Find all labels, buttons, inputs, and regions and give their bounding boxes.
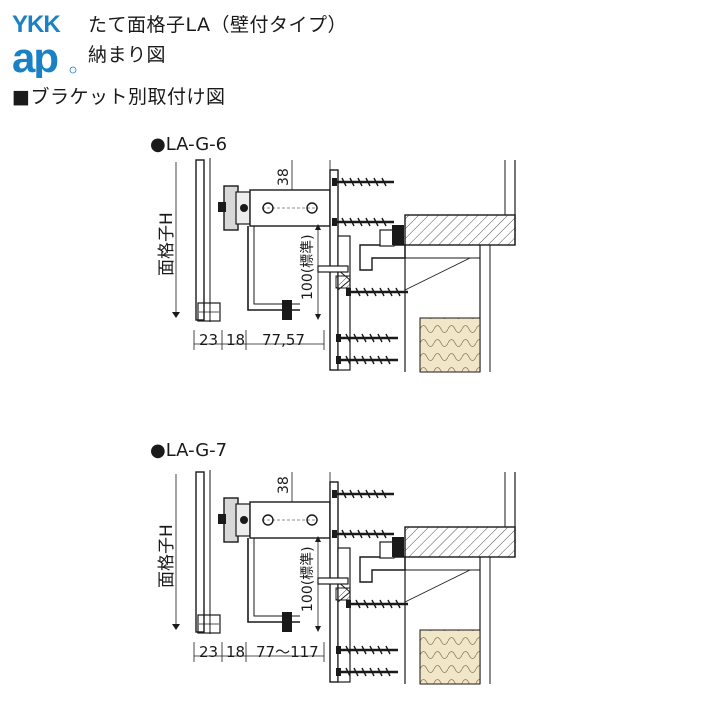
bottom-dimension: 77〜117 [256, 643, 319, 661]
drawing-type-title: 納まり図 [88, 44, 167, 66]
top-dimension: 38 [276, 476, 292, 494]
bottom-dimension: 23 [199, 331, 218, 349]
section-heading: ■ブラケット別取付け図 [12, 86, 226, 108]
vertical-dimension: 100(標準) [300, 234, 316, 300]
bottom-dimension: 23 [199, 643, 218, 661]
diagram-la-g-7: ●LA-G-7 面格子H 38 100(標準) 23 18 77〜117 [150, 440, 515, 684]
product-title: たて面格子LA（壁付タイプ） [88, 14, 348, 36]
bottom-dimension: 18 [226, 643, 245, 661]
diagram-label: ●LA-G-6 [150, 134, 227, 155]
ykk-ap-logo: YKK ap [12, 11, 77, 78]
diagram-label: ●LA-G-7 [150, 440, 227, 461]
side-dimension-label: 面格子H [157, 524, 177, 588]
svg-text:ap: ap [12, 34, 57, 78]
side-dimension-label: 面格子H [157, 212, 177, 276]
top-dimension: 38 [276, 168, 292, 186]
bottom-dimension: 18 [226, 331, 245, 349]
bottom-dimension: 77,57 [262, 331, 305, 349]
vertical-dimension: 100(標準) [300, 546, 316, 612]
diagram-la-g-6: ●LA-G-6 面格子H 38 100(標準) 23 18 77,57 [150, 134, 515, 372]
svg-text:YKK: YKK [12, 11, 61, 38]
